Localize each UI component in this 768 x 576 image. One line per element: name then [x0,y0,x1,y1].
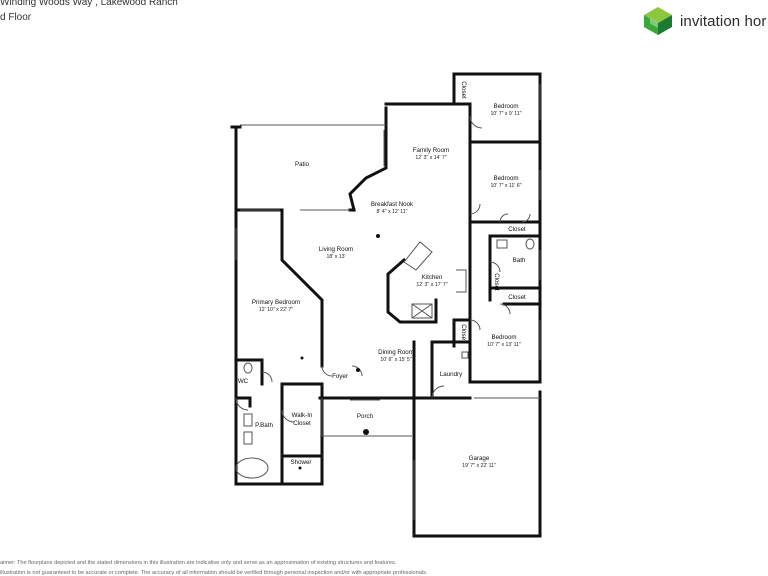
bedroom-top-dims: 10' 7" x 9' 11" [491,111,522,117]
brand-logo: invitation hor [642,6,766,36]
bedroom-low-dims: 10' 7" x 13' 11" [487,342,521,348]
kitchen-dims: 12' 3" x 17' 7" [416,282,447,288]
markers [298,234,380,470]
bedroom-mid-label: Bedroom [493,175,518,182]
closet-vertical-label: Closet [460,324,467,342]
closet-lower-label: Closet [508,294,526,301]
brand-cube-icon [644,7,672,35]
closet-small-label: Closet [493,273,500,291]
floor-label: d Floor [0,12,32,23]
foyer-label: Foyer [332,373,348,380]
walk-in-closet-label-1: Walk-In [292,412,313,419]
property-address: Winding Woods Way , Lakewood Ranch [0,0,178,8]
closet-top-label: Closet [460,81,467,99]
patio-label: Patio [295,161,310,168]
primary-bedroom-dims: 12' 10" x 22' 7" [259,307,293,313]
thin-lines [235,84,541,520]
laundry-label: Laundry [440,371,463,378]
garage-label: Garage [469,455,490,462]
bedroom-low-label: Bedroom [491,334,516,341]
family-room-label: Family Room [413,147,449,154]
dining-room-label: Dining Room [378,349,414,356]
garage-dims: 19' 7" x 22' 11" [462,463,496,469]
disclaimer-line-1: aimer: The floorplans depicted and the s… [0,560,397,566]
living-room-dims: 18' x 13' [327,254,346,260]
family-room-dims: 12' 3" x 14' 7" [415,155,446,161]
bath-label: Bath [513,257,526,264]
room-labels: Patio Family Room 12' 3" x 14' 7" Bedroo… [238,81,526,469]
dining-room-dims: 10' 6" x 15' 5" [380,357,411,363]
bedroom-mid-dims: 10' 7" x 11' 6" [491,183,522,189]
kitchen-label: Kitchen [422,274,443,281]
closet-mid-label: Closet [508,226,526,233]
walk-in-closet-label-2: Closet [293,420,311,427]
brand-name: invitation hor [680,12,767,30]
wc-label: WC [238,378,249,385]
primary-bedroom-label: Primary Bedroom [252,299,300,306]
breakfast-nook-label: Breakfast Nook [371,201,414,208]
shower-label: Shower [291,459,312,466]
bedroom-top-label: Bedroom [493,103,518,110]
living-room-label: Living Room [319,246,353,253]
disclaimer-line-2: illustration is not guaranteed to be acc… [0,570,428,576]
porch-label: Porch [357,413,374,420]
p-bath-label: P.Bath [255,422,273,429]
breakfast-nook-dims: 8' 4" x 12' 11" [377,209,408,215]
